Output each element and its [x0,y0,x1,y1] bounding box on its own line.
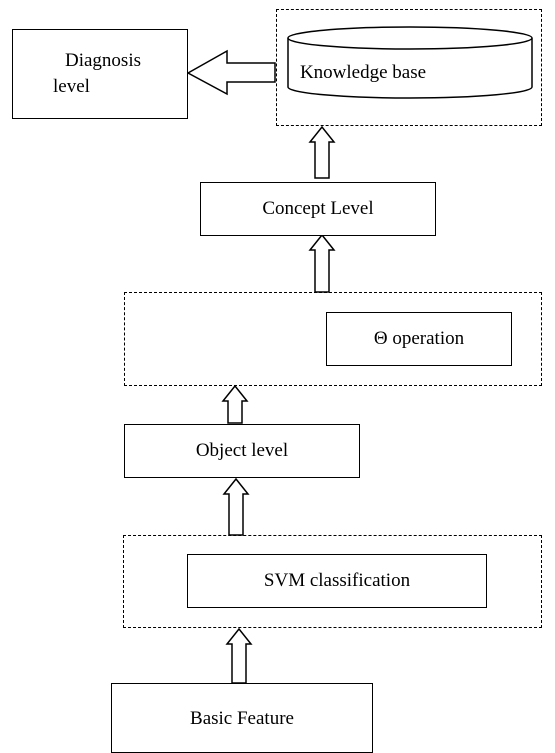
theta-operation-box: Θ operation [326,312,512,366]
diagnosis-label-line1: Diagnosis [65,50,141,72]
arrow-basic-to-svm [225,627,253,684]
basic-feature-box: Basic Feature [111,683,373,753]
arrow-svm-to-object [222,477,250,536]
theta-group [124,292,542,386]
arrow-object-to-theta [221,384,249,424]
svm-classification-box: SVM classification [187,554,487,608]
arrow-left-outline [186,49,276,96]
arrow-theta-to-concept [308,233,336,293]
concept-level-box: Concept Level [200,182,436,236]
svm-group [123,535,542,628]
diagnosis-label-line2: level [53,76,90,97]
arrow-concept-to-knowledge [308,125,336,179]
diagnosis-level-box: Diagnosis level [12,29,188,119]
knowledge-base-cylinder [287,26,533,99]
knowledge-base-label: Knowledge base [299,62,427,83]
object-level-box: Object level [124,424,360,478]
knowledge-group [276,9,542,126]
basic-feature-label: Basic Feature [190,708,294,729]
